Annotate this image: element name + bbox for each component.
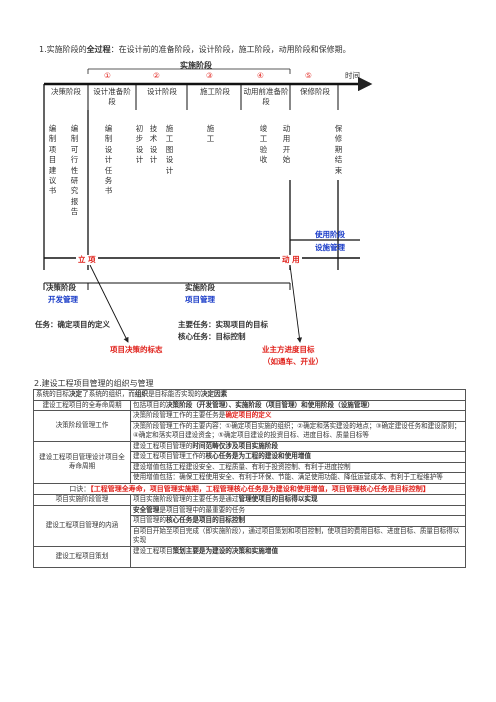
section1-heading: 1.实施阶段的全过程：在设计前的准备阶段，设计阶段，施工阶段，动用阶段和保修期。 [39, 45, 351, 54]
col-technical-design: 技术设计 [149, 124, 158, 165]
development-management-label: 开发管理 [48, 295, 78, 304]
col-acceptance: 竣工验收 [259, 124, 268, 165]
col-start-use: 动用开始 [282, 124, 291, 165]
marker-3: ③ [206, 71, 213, 80]
table-row: 项目实施阶段管理 项目实施阶段管理的主要任务是通过管理使项目的目标得以实现 [33, 494, 466, 506]
col-project-proposal: 编制项目建议书 [48, 124, 57, 196]
col-preliminary-design: 初步设计 [135, 124, 144, 165]
decision-mark: 项目决策的标志 [110, 345, 163, 354]
commissioning-label: 动 用 [280, 255, 302, 265]
marker-1: ① [104, 71, 111, 80]
col-construction: 施工 [206, 124, 215, 144]
col-warranty-end: 保修期结束 [334, 124, 343, 175]
project-management-label: 项目管理 [185, 295, 215, 304]
marker-2: ② [153, 71, 160, 80]
table-row: 建设工程项目管理设计项目全寿命周期 建设工程项目管理的时间范畴仅涉及项目实施阶段 [33, 440, 466, 484]
marker-4: ④ [257, 71, 264, 80]
decision-phase-label: 决策阶段 [46, 283, 76, 292]
phase-decision: 决策阶段 [51, 87, 81, 96]
table-row: 口诀：【工程管理全寿命，项目管理实施期，工程管理核心任务是为建设和使用增值，项目… [33, 482, 466, 495]
table-row: 建设工程项目策划 建设工程项目策划主要是为建设的决策和实施增值 [33, 545, 466, 568]
phase-design: 设计阶段 [147, 87, 177, 96]
core-task: 核心任务：目标控制 [178, 332, 246, 341]
project-start-label: 立 项 [76, 255, 98, 265]
phase-construction: 施工阶段 [200, 87, 230, 96]
progress-goal-example: （如通车、开业） [263, 357, 323, 366]
table-row: 建设工程项目的全寿命周期 包括项目的决策阶段（开发管理）、实施阶段（项目管理）和… [33, 399, 466, 411]
table-row: 决策阶段管理工作的主要内容：①确定项目实施的组织；②确定和落实建设的地点；③确定… [34, 420, 466, 442]
table-row: 决策阶段管理工作 决策阶段管理工作的主要任务是确定项目的定义 [33, 410, 466, 442]
phase-pre-use: 动用前准备阶段 [243, 87, 289, 106]
progress-goal: 业主方进度目标 [262, 345, 315, 354]
phase-warranty: 保修阶段 [300, 87, 330, 96]
time-label: 时间 [345, 71, 360, 80]
management-table: 系统的目标决定了系统的组织，而组织是目标能否实现的决定因素 建设工程项目的全寿命… [33, 389, 466, 568]
table-row: 建设工程项目管理的内涵 安全管理是项目管理中的最重要的任务 [33, 504, 466, 547]
phase-design-prep: 设计准备阶段 [93, 87, 131, 106]
task-definition: 任务：确定项目的定义 [35, 320, 110, 329]
col-construction-drawings: 施工图设计 [165, 124, 174, 175]
col-feasibility: 编制可行性研究报告 [70, 124, 79, 217]
facility-management-label: 设施管理 [315, 243, 345, 252]
main-task: 主要任务：实现项目的目标 [178, 320, 268, 329]
col-design-brief: 编制设计任务书 [104, 124, 113, 196]
implementation-phase-label: 实施阶段 [180, 61, 212, 70]
impl-phase-label: 实施阶段 [185, 283, 215, 292]
marker-5: ⑤ [305, 71, 312, 80]
use-phase-label: 使用阶段 [315, 230, 345, 239]
section2-heading: 2.建设工程项目管理的组织与管理 [34, 379, 154, 388]
table-row: 系统的目标决定了系统的组织，而组织是目标能否实现的决定因素 [33, 389, 466, 401]
